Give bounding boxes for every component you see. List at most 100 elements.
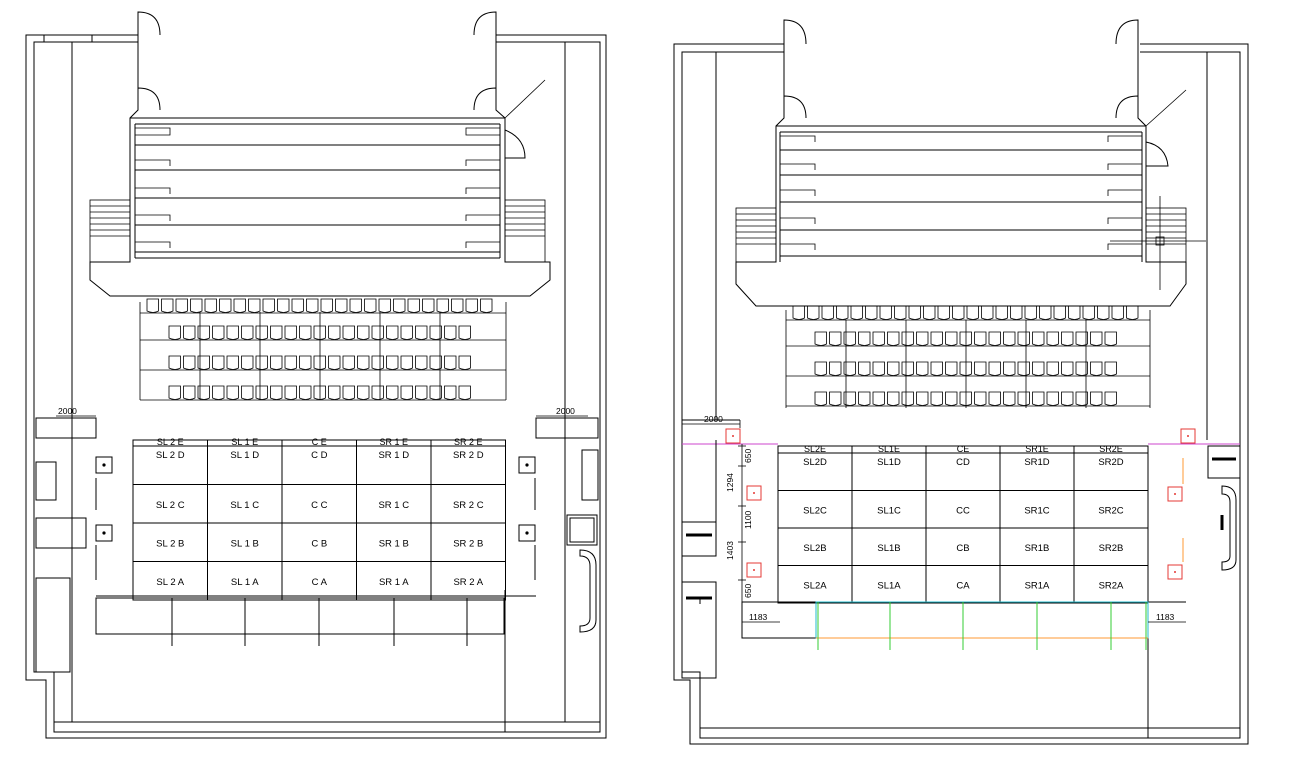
grid-cell-label: SR1A [1025,580,1050,591]
grid-header-label: SL1E [878,444,900,454]
grid-header-label: CE [957,444,970,454]
grid-header-label: SL 2 E [157,437,184,447]
chair-icon [400,355,413,370]
chair-icon [930,361,943,376]
grid-cell-label: SL 1 A [231,577,259,588]
chair-icon [197,355,210,370]
grid-cell-label: SL 2 B [156,538,184,549]
chair-icon [197,325,210,340]
chair-icon [270,385,283,400]
chair-icon [393,298,406,313]
chair-icon [916,361,929,376]
chair-icon [858,391,871,406]
chair-icon [836,305,849,320]
grid-cell-label: C B [311,538,327,549]
chair-icon [945,331,958,346]
chair-icon [901,391,914,406]
chair-icon [1097,305,1110,320]
chair-icon [879,305,892,320]
chair-icon [974,391,987,406]
door-arc-icon [137,11,161,36]
chair-icon [865,305,878,320]
chair-icon [342,385,355,400]
chair-icon [422,298,435,313]
grid-cell-label: SL2A [803,580,827,591]
chair-icon [901,331,914,346]
chair-icon [829,391,842,406]
chair-icon [945,391,958,406]
right-plan: SL2ESL1ECESR1ESR2ESL2DSL1DCDSR1DSR2DSL2C… [673,19,1249,745]
chair-icon [858,331,871,346]
chair-icon [386,385,399,400]
dimension-label-2000-left: 2000 [58,406,77,416]
chair-icon [1061,361,1074,376]
chair-icon [988,331,1001,346]
chair-icon [1126,305,1139,320]
dimension-label-650-top: 650 [743,449,753,463]
chair-icon [241,385,254,400]
chair-icon [444,385,457,400]
chair-icon [212,355,225,370]
grid-cell-label: SL1C [877,505,901,516]
chair-icon [429,355,442,370]
chair-icon [190,298,203,313]
chair-icon [829,331,842,346]
chair-icon [146,298,159,313]
chair-icon [1039,305,1052,320]
chair-icon [1046,361,1059,376]
dimension-label-650-bottom: 650 [743,584,753,598]
chair-icon [981,305,994,320]
left-outer-walls [25,34,607,739]
chair-icon [291,298,304,313]
right-dimensions: 2000 650 1294 1100 1403 650 1183 1183 [682,414,1175,622]
chair-icon [284,355,297,370]
grid-cell-label: SL1B [877,543,900,554]
chair-icon [451,298,464,313]
chair-icon [386,355,399,370]
dimension-label-1100: 1100 [743,510,753,529]
left-wing-stairs [89,199,546,263]
dimension-label-1294: 1294 [725,473,735,492]
chair-icon [1104,391,1117,406]
grid-cell-label: C C [311,500,328,511]
chair-icon [335,298,348,313]
chair-icon [436,298,449,313]
chair-icon [807,305,820,320]
chair-icon [357,385,370,400]
chair-icon [1032,331,1045,346]
chair-icon [814,361,827,376]
chair-icon [313,385,326,400]
chair-icon [415,385,428,400]
chair-icon [814,391,827,406]
chair-icon [1111,305,1124,320]
chair-icon [814,331,827,346]
chair-icon [400,385,413,400]
dimension-label-2000: 2000 [704,414,723,424]
chair-icon [858,361,871,376]
grid-header-label: C E [312,437,327,447]
grid-cell-label: SL 2 C [156,500,185,511]
grid-cell-label: SR1C [1024,505,1049,516]
chair-icon [1082,305,1095,320]
chair-icon [313,355,326,370]
chair-icon [444,355,457,370]
chair-icon [916,391,929,406]
speaker-box-icon [95,456,113,474]
chair-icon [916,331,929,346]
grid-cell-label: SR 2 B [453,538,483,549]
chair-icon [183,355,196,370]
chair-icon [270,355,283,370]
grid-cell-label: SL 1 C [230,500,259,511]
chair-icon [183,385,196,400]
chair-icon [219,298,232,313]
chair-icon [1090,361,1103,376]
grid-header-label: SR 1 E [379,437,408,447]
chair-icon [226,385,239,400]
chair-icon [241,325,254,340]
chair-icon [872,331,885,346]
chair-icon [974,361,987,376]
grid-cell-label: SR 2 C [453,500,484,511]
chair-icon [1104,331,1117,346]
chair-icon [995,305,1008,320]
